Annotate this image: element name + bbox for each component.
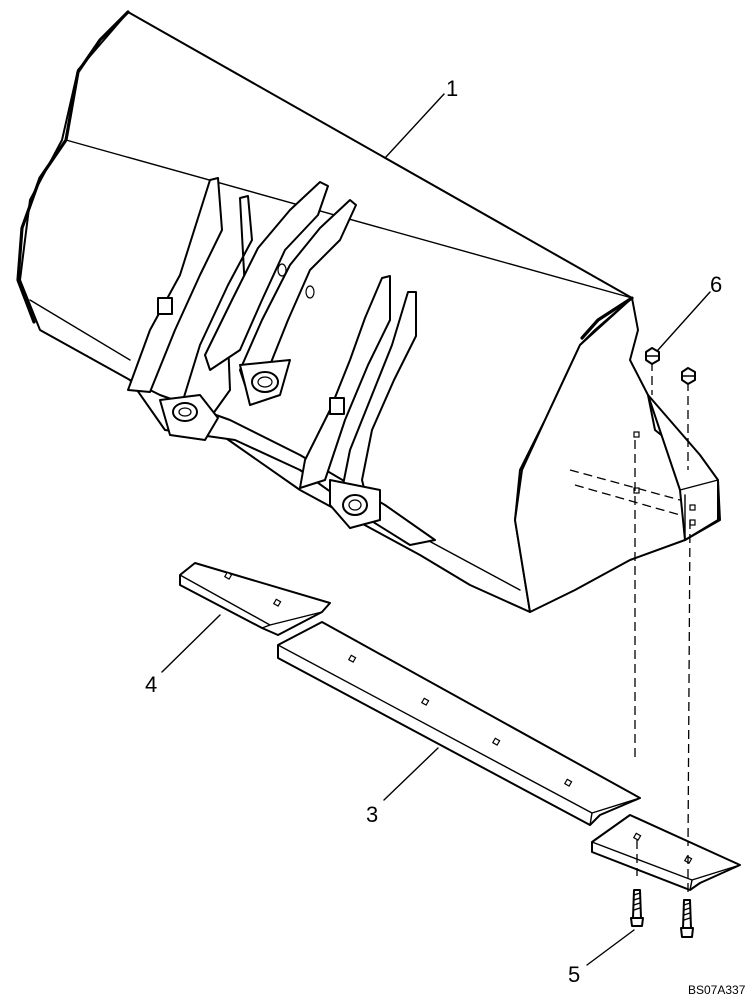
center-edge-hole-1 [347,654,357,663]
callout-6: 6 [710,272,722,297]
mount-bracket-left [127,177,253,441]
mount-bracket-center [204,181,357,406]
reinforcement-edge [679,479,719,541]
side-hole-2 [633,487,640,494]
leader-line-6 [657,291,711,351]
callout-5: 5 [568,962,580,987]
nut-right [681,367,696,385]
bucket-left-edge [16,10,130,324]
leader-line-4 [161,614,221,673]
side-hidden-line-2 [574,484,681,516]
side-hidden-line-1 [569,469,681,501]
bolt-left [630,889,644,927]
callout-3: 3 [366,802,378,827]
nut-left [645,347,660,365]
side-hole-4 [689,519,696,526]
bolt-right [680,899,694,938]
center-edge-hole-2 [420,697,430,706]
assembly-line-left [634,362,653,876]
side-hole-1 [633,431,640,438]
cutting-edge-right [591,814,741,891]
center-edge-hole-3 [491,737,501,746]
bucket-side-plate [514,297,721,613]
right-edge-hole-1 [632,832,642,841]
left-edge-hole-1 [223,571,233,580]
center-edge-hole-4 [563,778,573,787]
cutting-edge-center [277,621,641,826]
cutting-edge-left [179,562,331,636]
bucket [16,10,721,613]
leader-line-1 [384,93,445,159]
left-edge-hole-2 [272,598,282,607]
callout-1: 1 [446,76,458,101]
leader-line-5 [586,929,635,966]
reference-code: BS07A337 [688,983,746,997]
side-hole-3 [689,504,696,511]
leader-line-3 [383,747,439,801]
mount-bracket-right [299,275,417,529]
side-plate-top-edge [580,296,634,340]
callout-4: 4 [145,672,157,697]
assembly-line-right [687,382,691,895]
